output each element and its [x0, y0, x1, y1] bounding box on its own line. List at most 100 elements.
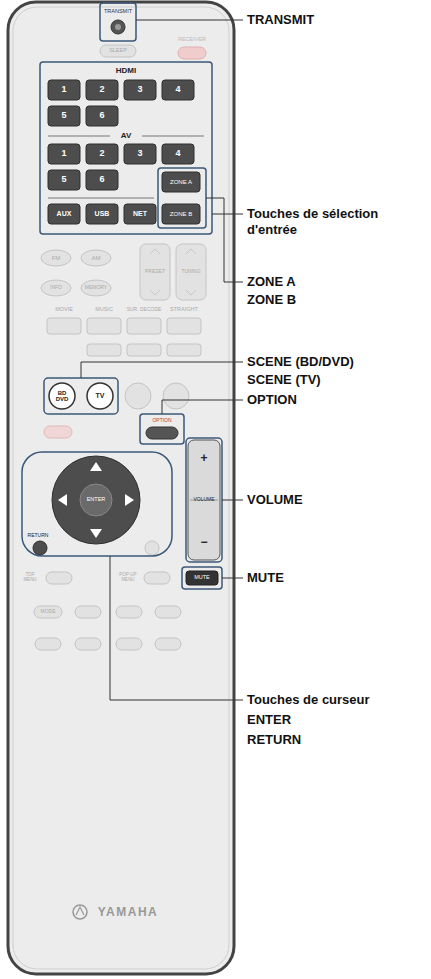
cursor-pad [33, 456, 140, 555]
button-label: SLEEP [109, 48, 127, 54]
cursor-pad [90, 529, 102, 538]
callout-label: ZONE A [247, 275, 296, 289]
input-button [162, 172, 200, 192]
input-button [124, 144, 156, 164]
inactive-button [116, 606, 142, 618]
cursor-pad [58, 494, 67, 506]
highlight-frame [158, 168, 206, 228]
transmit-led [111, 20, 125, 34]
inactive-button [34, 45, 206, 650]
button-label: PRESET [145, 269, 165, 274]
leader-line [162, 400, 243, 414]
button-label: ZONE A [170, 179, 192, 185]
input-button [48, 80, 200, 224]
button-label: 5 [61, 175, 66, 184]
button-symbol: + [200, 452, 207, 465]
inactive-button [75, 606, 101, 618]
button-label: 5 [61, 111, 66, 120]
inactive-button [140, 244, 170, 300]
input-button [124, 204, 156, 224]
button-label: FM [52, 255, 61, 261]
cursor-pad [33, 541, 47, 555]
inactive-button [41, 280, 71, 296]
button-label: ZONE B [170, 211, 192, 217]
rocker-arrow [186, 249, 196, 254]
leader-line [212, 214, 243, 215]
input-button [48, 80, 80, 100]
brand-logo [76, 907, 84, 915]
inactive-button [176, 244, 206, 300]
button-label: 1 [61, 85, 66, 94]
button-label: AUX [57, 210, 72, 217]
highlight-frame [40, 62, 212, 234]
scene-button [49, 383, 113, 409]
inactive-button [167, 344, 201, 356]
transmit-led [115, 24, 121, 30]
inactive-button [116, 638, 142, 650]
button-label: 3 [137, 149, 142, 158]
cursor-pad [125, 494, 134, 506]
input-button [48, 170, 80, 190]
button-label: MEMORY [85, 285, 107, 290]
button-label: USB [95, 210, 110, 217]
volume-rocker [188, 440, 220, 560]
button-label: NET [133, 210, 147, 217]
input-button [86, 170, 118, 190]
input-panel [142, 136, 204, 137]
highlight-frame [182, 567, 222, 589]
button-label: SUR. DECODE [127, 307, 162, 312]
scene-button [87, 383, 113, 409]
inactive-button [44, 426, 72, 438]
remote-body [13, 7, 229, 969]
highlight-frame [22, 452, 172, 556]
inactive-button [87, 318, 121, 334]
scene-button [49, 383, 75, 409]
option-button [146, 427, 178, 439]
inactive-button [46, 572, 72, 584]
button-label: STRAIGHT [170, 307, 198, 313]
button-label: MUSIC [95, 307, 113, 313]
button-label: AM [92, 255, 101, 261]
input-panel [48, 136, 110, 137]
input-button [86, 106, 118, 126]
button-label: RECEIVER [178, 37, 206, 43]
inactive-button [81, 280, 111, 296]
button-symbol: − [200, 536, 207, 549]
button-label: 4 [175, 149, 180, 158]
button-label: VOLUME [193, 497, 214, 502]
input-button [48, 204, 80, 224]
inactive-button [125, 383, 151, 409]
input-button [48, 144, 80, 164]
inactive-button [145, 541, 159, 555]
inactive-button [47, 318, 81, 334]
transmit-led [111, 20, 125, 34]
button-label: OPTION [152, 418, 171, 423]
leader-line [206, 198, 243, 282]
button-label: 2 [99, 85, 104, 94]
button-label: ENTER [87, 497, 106, 503]
inactive-button [35, 638, 61, 650]
inactive-button [41, 250, 71, 266]
inactive-button [100, 45, 136, 57]
callout-label: RETURN [247, 733, 301, 747]
volume-rocker [188, 440, 220, 560]
inactive-button [34, 606, 62, 618]
button-label: 4 [175, 85, 180, 94]
cursor-pad [52, 456, 140, 544]
cursor-pad [80, 484, 112, 516]
rocker-arrow [150, 290, 160, 295]
callout-label: TRANSMIT [247, 13, 314, 27]
highlight-frame [22, 3, 222, 589]
mute-button [186, 571, 218, 585]
button-label: TOP MENU [21, 573, 39, 582]
button-label: TUNING [181, 269, 200, 274]
callout-label: SCENE (BD/DVD) [247, 355, 354, 369]
button-label: 1 [61, 149, 66, 158]
button-label: POP-UP MENU [117, 573, 139, 582]
input-button [48, 106, 80, 126]
inactive-button [127, 318, 161, 334]
leader-line [81, 20, 243, 700]
button-label: INFO [50, 285, 62, 290]
brand-name: YAMAHA [98, 906, 159, 919]
